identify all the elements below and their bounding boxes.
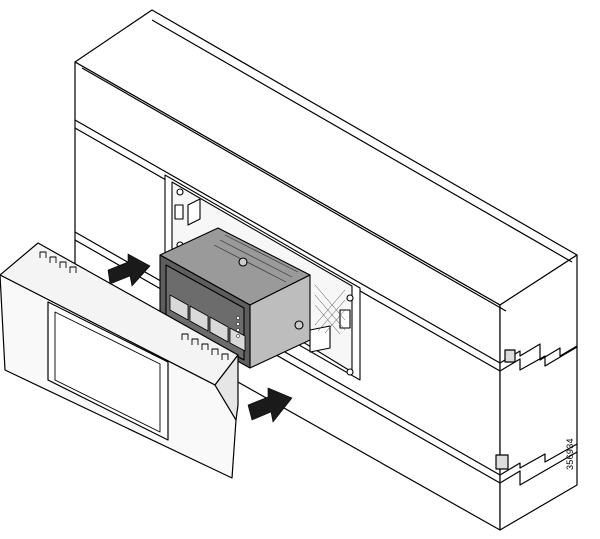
switch-ports: [169, 294, 246, 352]
led-icon: [236, 316, 240, 320]
port-4: [229, 327, 246, 352]
arrow-right-icon: [247, 387, 293, 423]
screw-icon: [238, 257, 248, 267]
network-switch: [159, 227, 346, 369]
cover-side-edge: [214, 354, 239, 421]
cover-window: [47, 301, 169, 441]
figure-id-number: 356934: [565, 438, 575, 470]
port-2: [189, 305, 209, 332]
switch-heatsink: [213, 234, 299, 283]
switch-vents: [314, 284, 346, 335]
led-icon: [236, 322, 240, 326]
led-icon: [236, 328, 240, 332]
led-icon: [236, 334, 240, 338]
status-led-column: [236, 316, 240, 338]
screw-icon: [294, 320, 304, 330]
cover-vent-slots: [39, 251, 229, 360]
arrow-right-icon: [107, 253, 151, 287]
port-1: [169, 294, 189, 321]
port-3: [209, 316, 229, 343]
front-cover: [0, 242, 239, 479]
